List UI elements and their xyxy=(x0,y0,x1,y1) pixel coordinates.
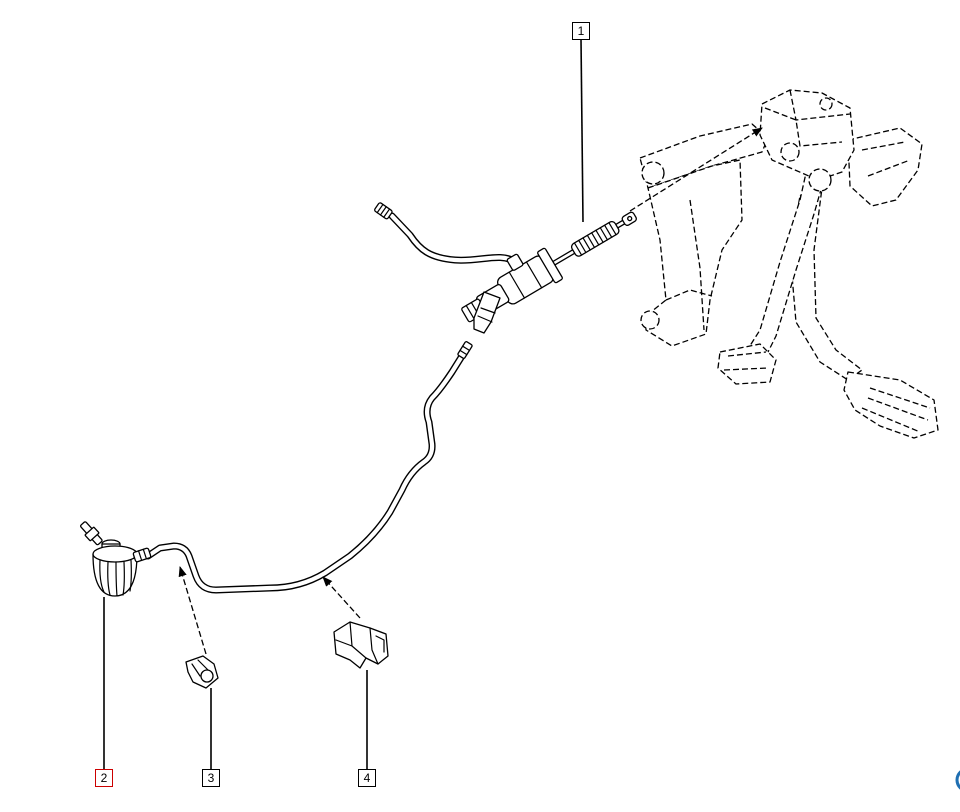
clip-4-fitting-arrow xyxy=(322,576,361,619)
clip-3-fitting-arrow xyxy=(178,566,207,655)
pushrod-assembly-arrow xyxy=(629,127,763,212)
callout-1[interactable]: 1 xyxy=(572,22,590,40)
circle-button-icon[interactable] xyxy=(955,769,960,791)
pedal-assembly xyxy=(639,89,939,439)
pipe-clip-small xyxy=(185,655,219,689)
concentric-slave-cylinder xyxy=(79,521,152,597)
reservoir-hose xyxy=(374,202,516,262)
callout-4[interactable]: 4 xyxy=(358,769,376,787)
callout-2[interactable]: 2 xyxy=(95,769,113,787)
clutch-master-cylinder xyxy=(461,211,637,323)
callout-3[interactable]: 3 xyxy=(202,769,220,787)
clutch-pipe xyxy=(148,341,473,590)
leader-line-1 xyxy=(580,38,584,223)
master-cylinder-outlet xyxy=(473,291,501,334)
pipe-clip-bracket xyxy=(333,621,389,669)
